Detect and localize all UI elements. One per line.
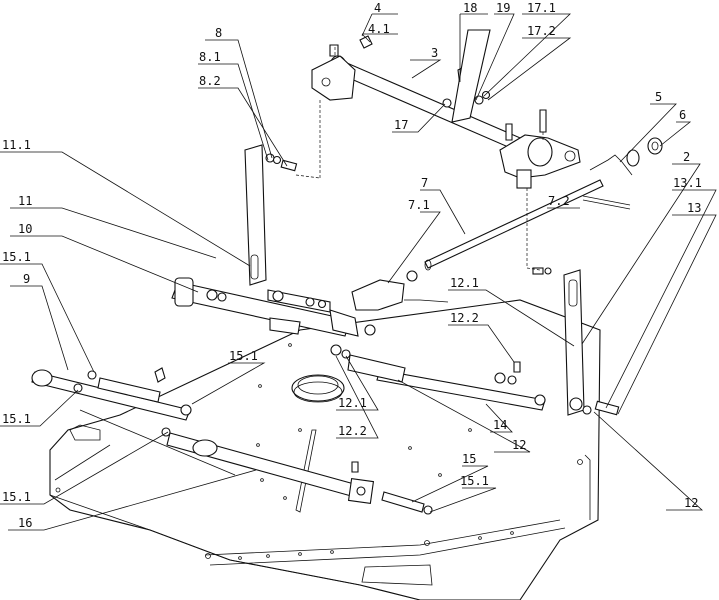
- label-17-1: 17.1: [527, 1, 556, 15]
- label-2: 2: [683, 150, 690, 164]
- label-7-2: 7.2: [548, 194, 570, 208]
- label-12-1-a: 12.1: [450, 276, 479, 290]
- mower-deck: [49, 299, 601, 600]
- label-17-2: 17.2: [527, 24, 556, 38]
- label-9: 9: [23, 272, 30, 286]
- label-15-1-e: 15.1: [2, 490, 31, 504]
- rod-9: [31, 367, 192, 421]
- label-19: 19: [496, 1, 510, 15]
- shaft-3-assembly: [311, 29, 581, 189]
- label-15-1-b: 15.1: [229, 349, 258, 363]
- label-8-1: 8.1: [199, 50, 221, 64]
- assembly-guide-lines: [295, 45, 544, 271]
- spring-5-washer-6: [589, 137, 663, 176]
- label-8-2: 8.2: [199, 74, 221, 88]
- label-12-b: 12: [684, 496, 698, 510]
- label-6: 6: [679, 108, 686, 122]
- label-5: 5: [655, 90, 662, 104]
- label-15: 15: [462, 452, 476, 466]
- label-3: 3: [431, 46, 438, 60]
- label-16: 16: [18, 516, 32, 530]
- part-labels: 4 4.1 3 8 8.1 8.2 18 19 17.1 17.2 17 5 6…: [2, 1, 702, 530]
- label-15-1-d: 15.1: [460, 474, 489, 488]
- deck-holes: [238, 343, 514, 560]
- label-7: 7: [421, 176, 428, 190]
- label-11-1: 11.1: [2, 138, 31, 152]
- label-7-1: 7.1: [408, 198, 430, 212]
- label-12-2-b: 12.2: [338, 424, 367, 438]
- label-11: 11: [18, 194, 32, 208]
- leader-lines: [0, 13, 717, 531]
- label-18: 18: [463, 1, 477, 15]
- label-4: 4: [374, 1, 381, 15]
- label-12-a: 12: [512, 438, 526, 452]
- label-12-2-a: 12.2: [450, 311, 479, 325]
- label-14: 14: [493, 418, 507, 432]
- label-15-1-a: 15.1: [2, 250, 31, 264]
- label-10: 10: [18, 222, 32, 236]
- rod-7: [406, 179, 631, 282]
- coupler-10: [171, 277, 405, 337]
- label-12-1-b: 12.1: [338, 396, 367, 410]
- label-8: 8: [215, 26, 222, 40]
- arm-8: [244, 144, 298, 286]
- rod-16: [161, 427, 433, 515]
- label-17: 17: [394, 118, 408, 132]
- label-13-1: 13.1: [673, 176, 702, 190]
- rod-14: [330, 344, 546, 411]
- label-15-1-c: 15.1: [2, 412, 31, 426]
- label-13: 13: [687, 201, 701, 215]
- label-4-1: 4.1: [368, 22, 390, 36]
- arm-2: [532, 267, 620, 416]
